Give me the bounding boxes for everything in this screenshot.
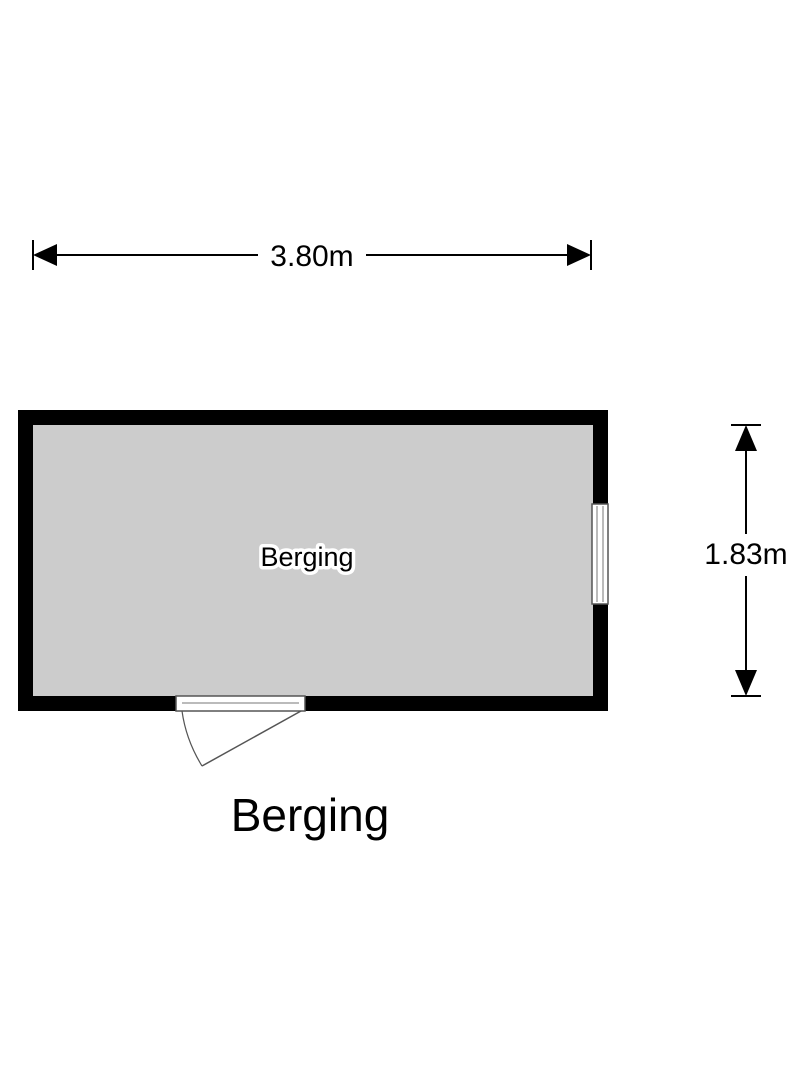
door-leaf	[201, 710, 302, 767]
width-dim-arrow-right-icon	[567, 244, 591, 266]
height-dim-arrow-bottom-icon	[735, 670, 757, 696]
window	[591, 503, 609, 605]
door	[175, 695, 306, 767]
window-frame	[591, 503, 609, 605]
height-label: 1.83m	[704, 538, 787, 571]
room-label: Berging	[260, 542, 353, 572]
width-dim-arrow-left-icon	[33, 244, 57, 266]
width-dimension: 3.80m	[32, 240, 592, 273]
height-dimension: 1.83m	[704, 424, 788, 697]
room-floor	[33, 425, 593, 696]
width-label: 3.80m	[270, 240, 353, 273]
door-swing-arc	[181, 710, 203, 767]
height-dim-arrow-top-icon	[735, 425, 757, 451]
room-berging: Berging	[18, 410, 609, 767]
plan-title: Berging	[231, 789, 390, 841]
